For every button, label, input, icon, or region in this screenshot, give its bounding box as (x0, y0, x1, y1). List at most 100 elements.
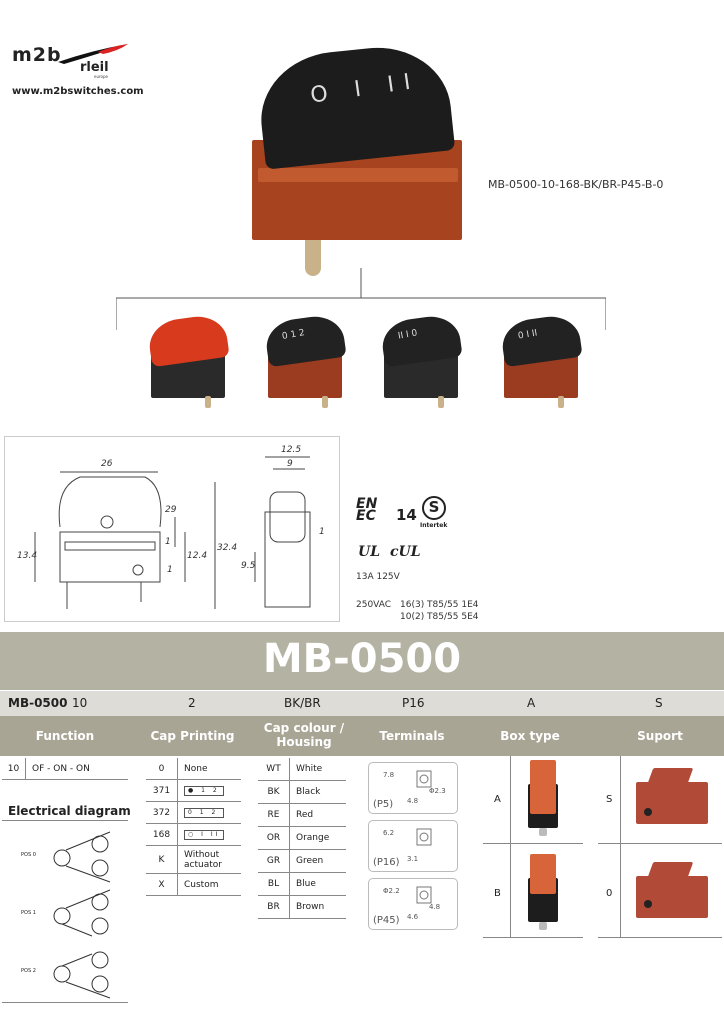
cap-print-code: 371 (146, 780, 178, 801)
cap-print-sample: 0 1 2 (184, 808, 224, 818)
code-box: A (527, 696, 536, 710)
contact-diagram-icon (53, 831, 111, 883)
switch-position-diagram: POS 1 (18, 886, 128, 942)
website-link[interactable]: www.m2bswitches.com (12, 86, 144, 97)
logo-swoosh-icon (58, 44, 128, 64)
colour-code: OR (258, 827, 290, 849)
electrical-diagram-title: Electrical diagram (8, 804, 131, 818)
code-colour: BK/BR (284, 696, 321, 710)
box-type-image (528, 760, 560, 836)
cul-mark: cUL (390, 544, 421, 560)
code-support: S (655, 696, 663, 710)
colour-code: RE (258, 804, 290, 826)
rating-13a: 13A 125V (356, 572, 400, 582)
terminal-label: (P16) (373, 857, 400, 868)
colour-row: OR Orange (258, 827, 346, 850)
terminal-dim: 3.1 (407, 855, 419, 863)
terminal-option: 6.2 3.1 (P16) (368, 820, 458, 872)
cap-print-label: Without actuator (184, 849, 222, 870)
terminal-drawing-icon (416, 770, 432, 788)
code-function: 10 (72, 696, 88, 710)
main-product-image: O I II (250, 40, 470, 280)
dim-1b: 1 (167, 565, 173, 575)
support-image (636, 862, 712, 926)
variant-image (145, 312, 235, 408)
code-terminals: P16 (402, 696, 425, 710)
switch-position-diagram: POS 2 (18, 944, 128, 1000)
logo-tagline: europe (94, 74, 108, 79)
dim-1c: 1 (319, 527, 325, 537)
cap-printing-row: 0 None (146, 758, 241, 780)
switch-position-diagram: POS 0 (18, 828, 128, 884)
ordering-code-row: MB-0500 10 2 BK/BR P16 A S (0, 691, 724, 716)
dimension-drawing: 26 29 13.4 1 12.4 32.4 1 12.5 9 1 9.5 (4, 436, 340, 622)
cap-printing-row: 168○ I II (146, 824, 241, 846)
header-terminals: Terminals (379, 729, 445, 743)
terminal-drawing-icon (416, 886, 432, 904)
support-image (636, 768, 712, 832)
cap-print-code: 0 (146, 758, 178, 779)
box-type-code: B (494, 888, 501, 899)
variant-connector-lines (116, 268, 606, 330)
colour-label: Green (296, 856, 324, 866)
colour-code: WT (258, 758, 290, 780)
model-code: MB-0500-10-168-BK/BR-P45-B-0 (488, 178, 664, 191)
colour-code: BK (258, 781, 290, 803)
contact-diagram-icon (53, 951, 111, 999)
dim-26: 26 (101, 459, 113, 469)
variant-image: 0 1 2 (262, 312, 352, 408)
position-label: POS 1 (21, 910, 36, 916)
dim-12.4: 12.4 (187, 551, 208, 561)
dim-13.4: 13.4 (17, 551, 38, 561)
contact-diagram-icon (53, 889, 111, 937)
intertek-s-icon: S (422, 496, 446, 520)
rating-250vac: 250VAC (356, 600, 392, 610)
terminal-dim: 4.8 (429, 903, 441, 911)
cap-printing-row: X Custom (146, 874, 241, 896)
logo-rleil: rleil (80, 60, 109, 75)
support-code: 0 (606, 888, 613, 899)
box-type-image (528, 854, 560, 930)
position-label: POS 2 (21, 968, 36, 974)
cap-print-code: X (146, 874, 178, 895)
terminal-drawing-icon (416, 828, 432, 846)
colour-code: BR (258, 896, 290, 918)
terminal-label: (P45) (373, 915, 400, 926)
box-type-code: A (494, 794, 501, 805)
cap-print-label: None (184, 763, 208, 774)
code-series: MB-0500 (8, 696, 68, 710)
intertek-label: Intertek (420, 522, 448, 529)
header-support: Suport (637, 729, 683, 743)
colour-label: Orange (296, 833, 330, 843)
colour-label: Black (296, 787, 321, 797)
cap-print-code: 168 (146, 824, 178, 845)
header-box-type: Box type (500, 729, 560, 743)
function-label: OF - ON - ON (32, 763, 90, 774)
cap-printing-row: K Without actuator (146, 846, 241, 874)
cap-print-code: K (146, 846, 178, 873)
ul-mark: UL (358, 544, 381, 560)
header-cap-colour: Cap colour / Housing (263, 721, 345, 749)
logo-m2b: m2b (12, 44, 62, 66)
support-code: S (606, 794, 613, 805)
dim-9.5: 9.5 (241, 561, 256, 571)
terminal-dim: 6.2 (383, 829, 395, 837)
column-headers: Function Cap Printing Cap colour / Housi… (0, 716, 724, 756)
dim-9: 9 (287, 459, 293, 469)
terminal-dim: 7.8 (383, 771, 395, 779)
terminal-dim: 4.8 (407, 797, 419, 805)
header-cap-printing: Cap Printing (150, 729, 235, 743)
colour-code: BL (258, 873, 290, 895)
position-label: POS 0 (21, 852, 36, 858)
series-title: MB-0500 (262, 636, 462, 682)
cap-print-label: Custom (184, 879, 219, 890)
